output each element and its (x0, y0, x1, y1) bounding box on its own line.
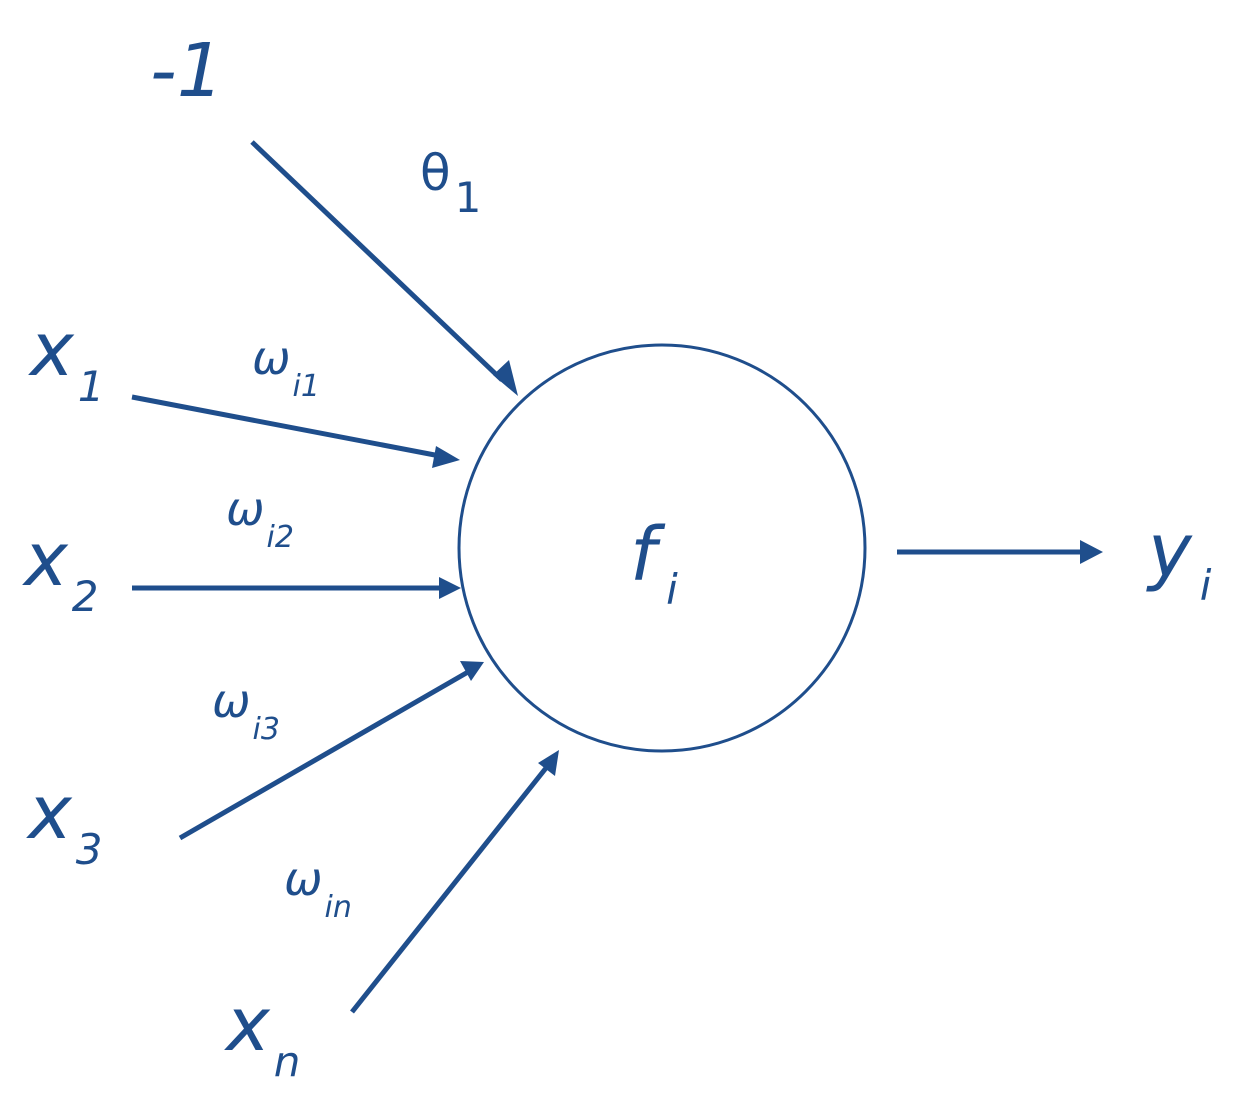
input-edge-x1 (131, 394, 441, 459)
input-x2-label: x2 (22, 517, 99, 621)
weight-wi2-label: ωi2 (226, 482, 294, 555)
input-edge-x3 (178, 669, 470, 841)
input-x1-label: x1 (28, 307, 105, 411)
input-arrowhead-x1 (432, 446, 460, 468)
output-arrowhead (1080, 540, 1103, 564)
input-arrowhead-xn (538, 750, 559, 776)
bias-value: -1 (150, 28, 224, 114)
input-x3-label: x3 (26, 770, 103, 874)
input-arrowhead-x2 (439, 577, 461, 599)
input-arrowhead-x3 (460, 661, 484, 681)
bias-edge (250, 140, 504, 382)
weight-wi3-label: ωi3 (212, 674, 280, 747)
weight-wi1-label: ωi1 (252, 331, 320, 404)
neuron-circle (457, 343, 867, 753)
bias-arrowhead (493, 360, 518, 396)
input-edge-xn (350, 766, 548, 1014)
bias-weight: θ1 (420, 144, 481, 222)
weight-win-label: ωin (284, 852, 352, 925)
input-xn-label: xn (224, 982, 300, 1086)
